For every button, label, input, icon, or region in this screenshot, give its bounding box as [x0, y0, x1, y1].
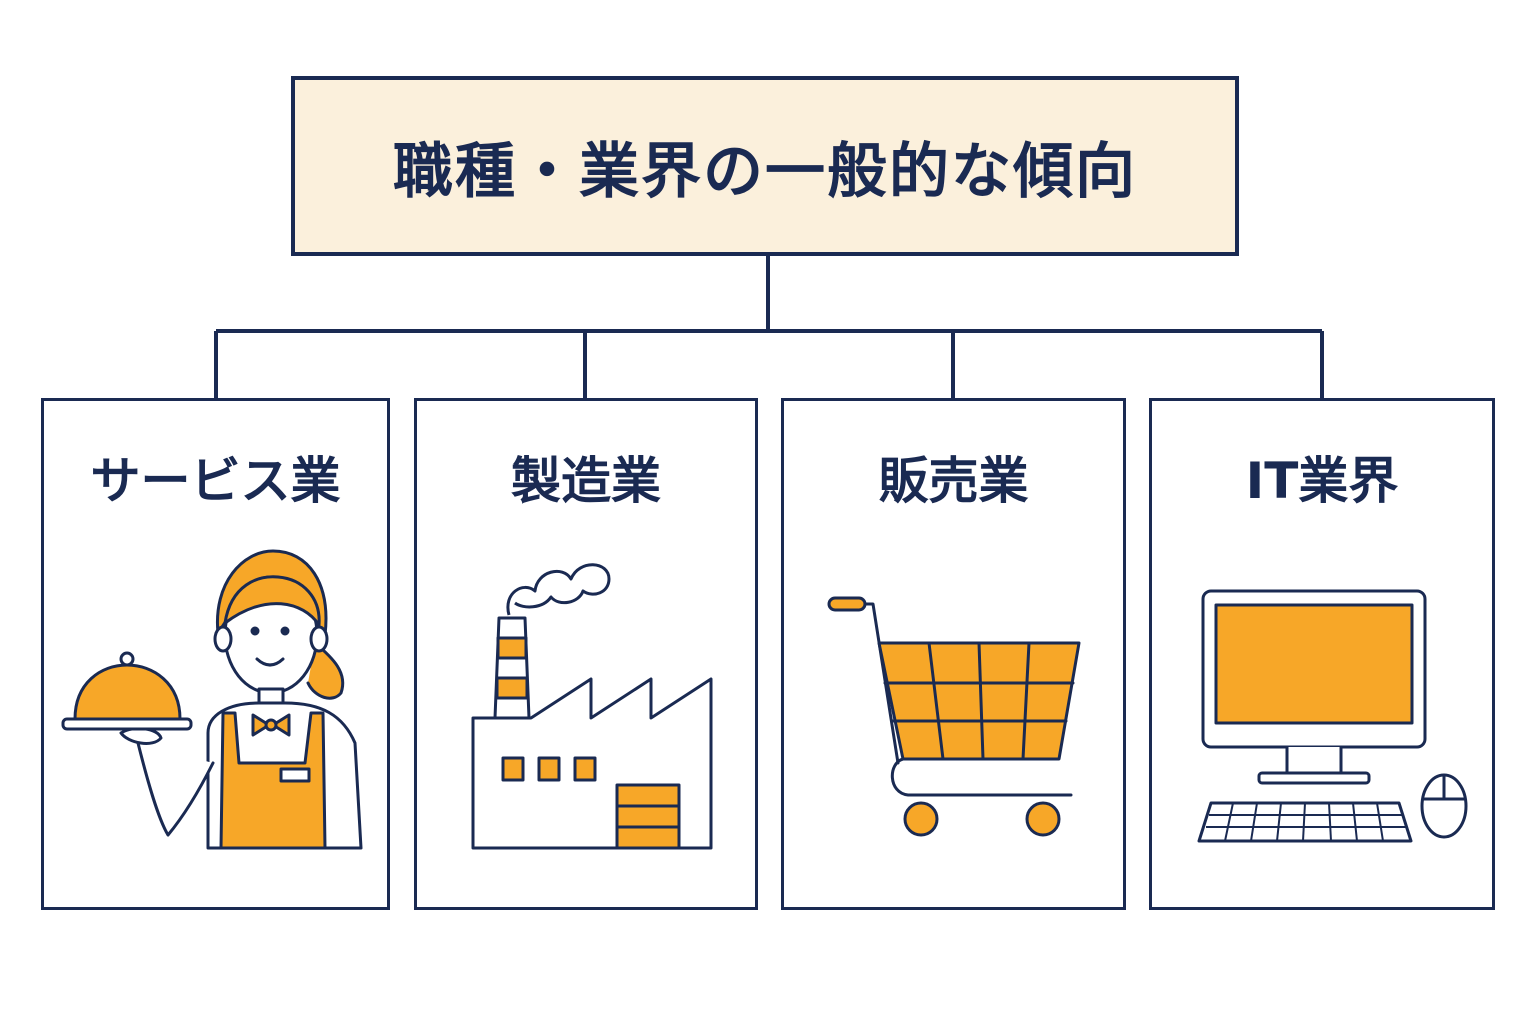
card-label: 製造業 [511, 452, 661, 510]
card-sales-industry: 販売業 [781, 398, 1126, 910]
desktop-computer-icon [1197, 589, 1468, 843]
diagram-title: 職種・業界の一般的な傾向 [393, 136, 1137, 207]
title-box: 職種・業界の一般的な傾向 [291, 76, 1239, 256]
card-label: 販売業 [878, 452, 1029, 510]
card-label: サービス業 [90, 452, 341, 510]
card-manufacturing-industry: 製造業 [414, 398, 758, 910]
card-it-industry: IT業界 [1149, 398, 1495, 910]
card-label: IT業界 [1245, 452, 1399, 510]
card-service-industry: サービス業 [41, 398, 390, 910]
shopping-cart-icon [827, 596, 1081, 837]
factory-icon [471, 563, 713, 850]
waitress-with-cloche-icon [61, 549, 363, 850]
